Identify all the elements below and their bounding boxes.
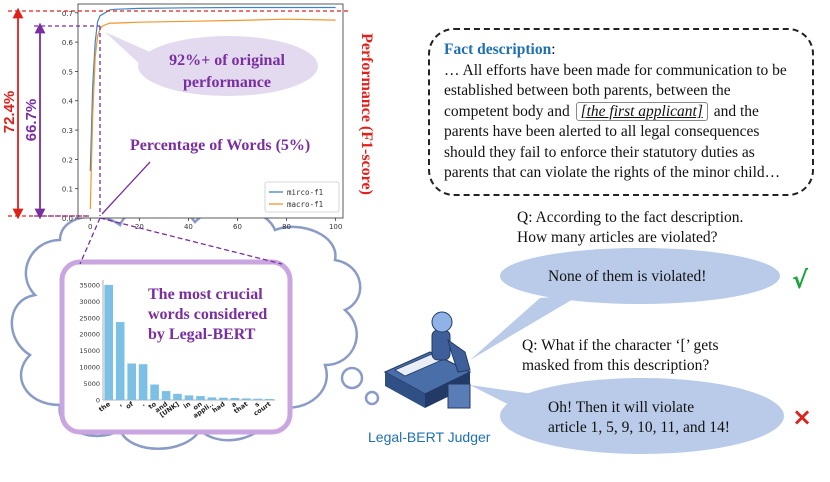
fact-placeholder: [the first applicant]	[575, 101, 708, 121]
answer-bubble-1-tail	[470, 295, 580, 360]
bar-7	[184, 395, 194, 400]
bar-ytick-label: 20000	[79, 331, 100, 339]
cloud-dot-large	[340, 366, 364, 390]
pct-words-pointer	[101, 161, 151, 215]
answer-2-line2: article 1, 5, 9, 10, 11, and 14!	[548, 419, 730, 436]
bar-ytick-label: 35000	[79, 281, 100, 289]
zoom-connector-right	[99, 217, 283, 265]
bar-ytick-label: 5000	[83, 380, 100, 388]
line-xtick-label: 60	[233, 223, 242, 231]
bar-6	[173, 393, 182, 400]
pct-72-label: 72.4%	[1, 91, 18, 134]
line-ytick-label: 0.4	[62, 98, 74, 106]
question-2-line1: Q: What if the character ‘[’ gets	[522, 337, 719, 354]
legend-label-macro-f1: macro-f1	[287, 200, 323, 209]
bar-xtick-label: a	[230, 400, 238, 409]
bar-ytick-label: 15000	[79, 347, 100, 355]
bar-11	[230, 398, 240, 400]
crucial-words-title: The most crucial words considered by Leg…	[148, 286, 268, 343]
question-2: Q: What if the character ‘[’ gets masked…	[522, 336, 719, 376]
bar-xtick-label: .	[140, 400, 147, 408]
performance-ellipse-tail	[105, 32, 150, 66]
bar-0	[104, 284, 113, 400]
percentage-words-label: Percentage of Words (5%)	[130, 137, 311, 154]
line-ytick-label: 0.0	[62, 215, 73, 223]
legend-label-mirco-f1: mirco-f1	[287, 188, 323, 197]
answer-bubble-2	[500, 378, 784, 454]
judger-figure	[383, 311, 472, 409]
question-1-line1: Q: According to the fact description.	[517, 209, 744, 226]
bar-xtick-label: of	[124, 400, 135, 411]
bar-14	[265, 399, 274, 400]
line-legend	[264, 181, 340, 213]
cloud-dot-small	[364, 390, 380, 406]
bar-xtick-label: s	[253, 400, 261, 409]
line-ytick-label: 0.6	[62, 39, 74, 47]
line-ytick-label: 0.2	[62, 156, 73, 164]
line-ytick-label: 0.3	[62, 127, 73, 135]
judger-label: Legal-BERT Judger	[368, 429, 491, 445]
line-ytick-label: 0.7	[62, 10, 73, 18]
performance-ellipse	[138, 36, 318, 96]
bar-ytick-label: 30000	[79, 298, 100, 306]
fact-description-box: Fact description: … All efforts have bee…	[428, 28, 814, 196]
line-xtick-label: 100	[329, 223, 342, 231]
fact-title-colon: :	[551, 41, 556, 58]
line-xtick-label: 80	[282, 223, 291, 231]
word-frequency-bar-chart: 05000100001500020000250003000035000the,o…	[79, 280, 275, 420]
pct-66-label: 66.7%	[23, 99, 40, 142]
answer-2-text: Oh! Then it will violate article 1, 5, 9…	[548, 398, 730, 438]
bar-4	[150, 384, 159, 400]
line-xtick-label: 0	[88, 223, 92, 231]
bar-ytick-label: 0	[96, 397, 100, 405]
bar-xtick-label: in	[182, 400, 193, 411]
bar-xtick-label: on	[192, 400, 204, 412]
bar-3	[138, 364, 148, 400]
question-1: Q: According to the fact description. Ho…	[517, 208, 743, 248]
question-2-line2: masked from this description?	[522, 357, 710, 374]
bar-1	[115, 322, 125, 400]
fact-title: Fact description	[444, 41, 552, 58]
question-1-line2: How many articles are violated?	[517, 229, 718, 246]
bar-13	[253, 398, 263, 400]
fact-text-after: and the parents have been alerted to all…	[444, 102, 781, 182]
line-series-macro-f1	[89, 18, 336, 210]
bar-xtick-label: to	[147, 400, 158, 411]
bar-ytick-label: 10000	[79, 364, 100, 372]
bar-9	[207, 397, 217, 400]
bar-2	[127, 363, 136, 400]
ellipse-label: 92%+ of original performance	[169, 52, 285, 91]
bar-xtick-label: ,	[117, 400, 124, 408]
bar-10	[219, 397, 228, 400]
line-xtick-label: 20	[135, 223, 144, 231]
answer-2-mark: ×	[792, 403, 812, 431]
line-xtick-label: 40	[184, 223, 193, 231]
line-ytick-label: 0.5	[62, 68, 73, 76]
zoom-connector-left	[79, 217, 101, 265]
line-series-mirco-f1	[89, 6, 336, 172]
bar-ytick-label: 25000	[79, 314, 100, 322]
bar-12	[242, 398, 251, 400]
answer-bubble-1	[500, 248, 780, 304]
fact-text-before: … All efforts have been made for communi…	[444, 61, 787, 120]
bar-5	[161, 391, 171, 400]
bar-8	[196, 396, 205, 400]
answer-1-text: None of them is violated!	[548, 268, 707, 285]
answer-1-mark: √	[792, 266, 809, 294]
answer-2-line1: Oh! Then it will violate	[548, 399, 695, 416]
line-chart-ylabel: Performance (F1-score)	[358, 33, 375, 195]
line-ytick-label: 0.1	[62, 186, 73, 194]
